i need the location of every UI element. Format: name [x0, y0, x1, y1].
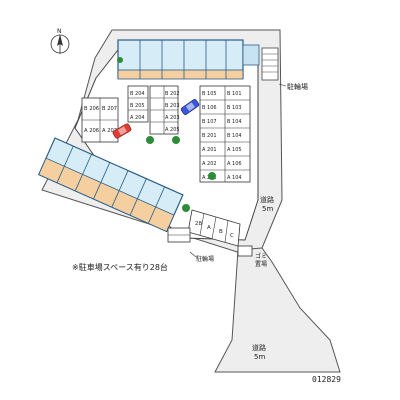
- parking-label: B 207: [102, 106, 117, 112]
- parking-label: C: [230, 233, 234, 239]
- bike-parking-bottom-label: 駐輪場: [196, 255, 214, 263]
- parking-label: A 206: [84, 128, 99, 134]
- parking-label: B 103: [227, 105, 242, 111]
- parking-label: A 201: [202, 147, 217, 153]
- parking-label: A 104: [227, 175, 242, 181]
- parking-label: A 202: [202, 161, 217, 167]
- car-red-icon: [112, 123, 132, 139]
- parking-label: A 207: [102, 128, 117, 134]
- parking-label: B 105: [202, 91, 217, 97]
- parking-label: A 205: [165, 127, 180, 133]
- bike-parking-top-area: [261, 47, 287, 87]
- parking-label: B 203: [165, 103, 180, 109]
- car-blue-icon: [180, 99, 200, 115]
- parking-label: B 101: [227, 91, 242, 97]
- south-road: [214, 247, 341, 373]
- parking-label: B 205: [130, 103, 145, 109]
- parking-label: A 105: [227, 147, 242, 153]
- garbage-area: [237, 245, 253, 257]
- north-building: [117, 39, 260, 80]
- road-east-label-line2: 5m: [262, 205, 273, 213]
- garbage-label-line2: 置場: [255, 260, 267, 268]
- entrance-gate: [167, 227, 191, 243]
- parking-block-right: [199, 85, 251, 183]
- west-building: [37, 137, 184, 233]
- parking-label: B: [219, 229, 223, 235]
- parking-label: A 106: [227, 161, 242, 167]
- tree-icon: [117, 57, 216, 212]
- road-east-label-line1: 道路: [260, 195, 274, 204]
- parking-label: A: [207, 225, 211, 231]
- parking-note: ※駐車場スペース有り28台: [72, 262, 168, 272]
- parking-label: A 203: [165, 115, 180, 121]
- bike-parking-top-label: 駐輪場: [287, 82, 308, 91]
- parking-label: B 204: [130, 91, 145, 97]
- parking-block-middle: [127, 85, 179, 135]
- bike-parking-bottom-leader: [189, 251, 197, 258]
- map-id: 012829: [312, 375, 341, 384]
- parking-label: B 106: [202, 105, 217, 111]
- road-south-label-line2: 5m: [254, 353, 265, 361]
- parking-block-left: [81, 97, 119, 143]
- parking-label: 28: [195, 221, 202, 227]
- road-south-label-line1: 道路: [252, 343, 266, 352]
- parking-label: B 104: [227, 133, 242, 139]
- compass-label: N: [57, 28, 62, 35]
- parking-label: A 204: [130, 115, 145, 121]
- compass-icon: [50, 34, 70, 54]
- parking-label: B 201: [202, 133, 217, 139]
- garbage-label-line1: ゴミ: [255, 252, 267, 260]
- parking-label: B 202: [165, 91, 180, 97]
- parking-label: B 107: [202, 119, 217, 125]
- parking-label: B 206: [84, 106, 99, 112]
- parking-label: B 104: [227, 119, 242, 125]
